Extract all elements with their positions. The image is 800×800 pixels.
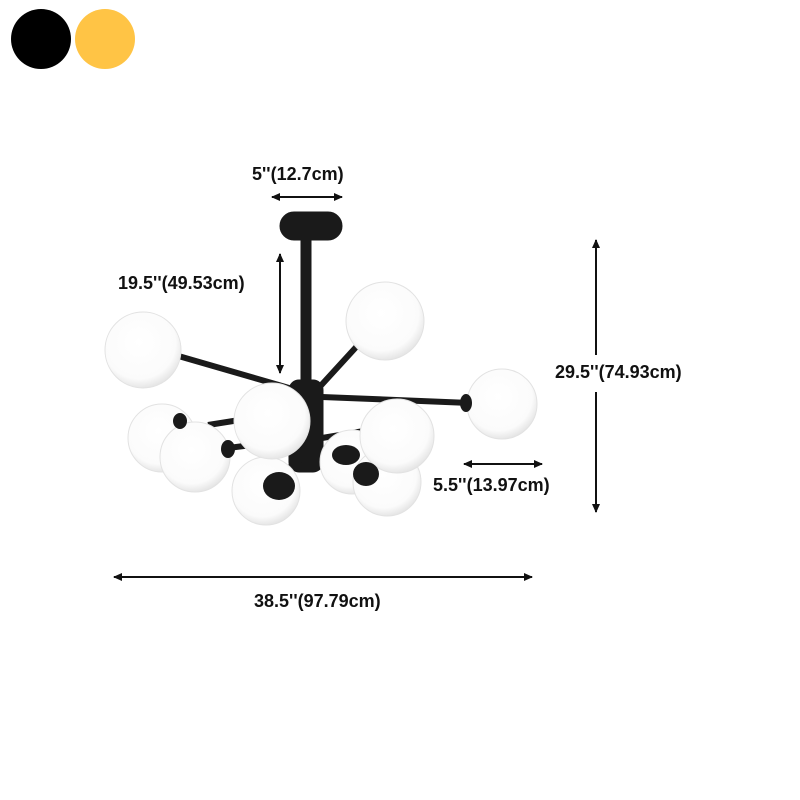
overall-width-label: 38.5''(97.79cm) [254,591,381,611]
color-swatch-gold[interactable] [75,9,135,69]
globe [359,398,435,474]
globe [466,368,538,440]
dimension-lines [113,193,600,581]
drop-rod [300,237,312,385]
color-swatch-black[interactable] [11,9,71,69]
ceiling-canopy [279,211,343,241]
globe [233,382,311,460]
globe [104,311,182,389]
arm [312,342,361,395]
globe-holders [173,394,472,500]
canopy-width-label: 5''(12.7cm) [252,164,344,184]
overall-height-label: 29.5''(74.93cm) [555,362,682,382]
globe [159,421,231,493]
globe-diameter-label: 5.5''(13.97cm) [433,475,550,495]
glass-globes [104,281,538,526]
drop-rod-label: 19.5''(49.53cm) [118,273,245,293]
globe [345,281,425,361]
